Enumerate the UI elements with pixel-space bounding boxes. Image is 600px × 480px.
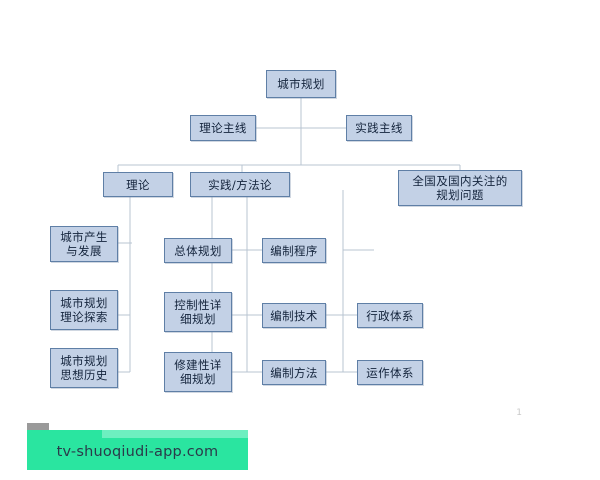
node-compilation-method[interactable]: 编制方法	[262, 360, 326, 385]
watermark-highlight-bar	[102, 430, 248, 438]
node-city-origin-development[interactable]: 城市产生 与发展	[50, 226, 118, 262]
page-number: 1	[516, 408, 522, 418]
node-national-planning-issues[interactable]: 全国及国内关注的 规划问题	[398, 170, 522, 206]
node-theory-mainline[interactable]: 理论主线	[190, 115, 256, 141]
node-planning-theory-exploration[interactable]: 城市规划 理论探索	[50, 290, 118, 330]
node-theory[interactable]: 理论	[103, 172, 173, 197]
node-compilation-technology[interactable]: 编制技术	[262, 303, 326, 328]
node-operational-system[interactable]: 运作体系	[357, 360, 423, 385]
node-root[interactable]: 城市规划	[266, 70, 336, 98]
watermark-text: tv-shuoqiudi-app.com	[56, 444, 219, 460]
node-practice-methodology[interactable]: 实践/方法论	[190, 172, 290, 197]
watermark-tab	[27, 423, 49, 431]
node-regulatory-detailed-plan[interactable]: 控制性详 细规划	[164, 292, 232, 332]
node-compilation-procedure[interactable]: 编制程序	[262, 238, 326, 263]
node-constructive-detailed-plan[interactable]: 修建性详 细规划	[164, 352, 232, 392]
node-master-plan[interactable]: 总体规划	[164, 238, 232, 263]
node-practice-mainline[interactable]: 实践主线	[346, 115, 412, 141]
node-planning-thought-history[interactable]: 城市规划 思想历史	[50, 348, 118, 388]
watermark-banner: tv-shuoqiudi-app.com	[27, 430, 248, 470]
node-administrative-system[interactable]: 行政体系	[357, 303, 423, 328]
